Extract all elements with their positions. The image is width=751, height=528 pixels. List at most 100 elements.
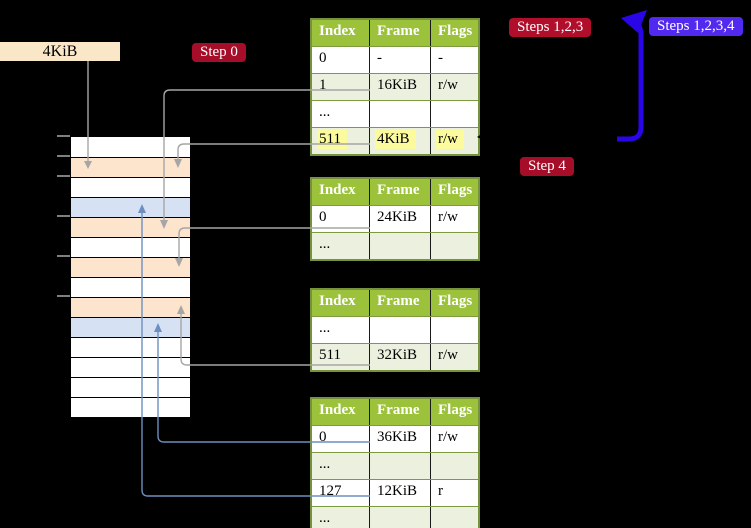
table-cell (430, 101, 478, 127)
table-cell: r/w (430, 206, 478, 232)
header-cell: Index (319, 402, 356, 418)
cell-text: 24KiB (377, 209, 418, 225)
table-cell (430, 233, 478, 259)
header-cell: Flags (430, 20, 478, 46)
header-cell: Flags (430, 179, 478, 205)
table-cell: ... (312, 453, 369, 479)
memory-address-tick (57, 155, 70, 157)
table-cell (430, 453, 478, 479)
page-table-at-4kib-row-0: 0 - - (312, 46, 478, 73)
memory-frame-row-0 (71, 137, 190, 157)
table-cell: 0 (312, 426, 369, 452)
cell-text: 0 (319, 209, 327, 225)
cell-text: - (377, 50, 382, 66)
table-cell (369, 101, 430, 127)
badge-step-4: Step 4 (520, 157, 574, 176)
memory-frame-row-8 (71, 297, 190, 317)
badge-steps-1-2-3: Steps 1,2,3 (509, 18, 592, 37)
memory-address-tick (57, 295, 70, 297)
table-cell: 32KiB (369, 344, 430, 370)
header-cell: Index (319, 293, 356, 309)
cell-text: - (438, 50, 443, 66)
table-cell: 24KiB (369, 206, 430, 232)
header-cell: Flags (430, 290, 478, 316)
header-cell: Frame (369, 290, 430, 316)
table-cell (430, 507, 478, 528)
cell-text: 0 (319, 50, 327, 66)
table-cell: 511 (312, 128, 369, 154)
table-cell: 0 (312, 47, 369, 73)
cell-text: ... (319, 510, 331, 526)
cell-text: ... (319, 104, 331, 120)
memory-frame-row-9 (71, 317, 190, 337)
memory-address-tick (57, 135, 70, 137)
table-cell: r/w (430, 426, 478, 452)
page-table-at-4kib-row-3: 511 4KiB r/w (312, 127, 478, 154)
memory-address-tick (57, 175, 70, 177)
table-cell: ... (312, 233, 369, 259)
header-cell: Frame (369, 20, 430, 46)
memory-frame-row-12 (71, 377, 190, 397)
cell-text: 511 (317, 130, 347, 149)
recursive-loop-arrowhead (621, 10, 647, 33)
table-cell: 1 (312, 74, 369, 100)
table-cell: 127 (312, 480, 369, 506)
table-cell: r (430, 480, 478, 506)
recursive-loop-arrow (617, 18, 644, 142)
cell-text: 1 (319, 77, 327, 93)
frame-size-label: 4KiB (0, 42, 120, 61)
table-cell: 16KiB (369, 74, 430, 100)
memory-frame-row-4 (71, 217, 190, 237)
table-cell: r/w (430, 128, 478, 154)
table-cell: - (369, 47, 430, 73)
table-cell: r/w (430, 74, 478, 100)
memory-address-tick (57, 255, 70, 257)
page-table-at-16kib-row-1: ... (312, 232, 478, 259)
page-table-at-32kib-row-3: ... (312, 506, 478, 528)
table-cell: - (430, 47, 478, 73)
cell-text: r/w (438, 77, 458, 93)
badge-step-0: Step 0 (192, 43, 246, 62)
table-cell (369, 317, 430, 343)
header-cell: Frame (369, 179, 430, 205)
memory-frame-row-10 (71, 337, 190, 357)
cell-text: 16KiB (377, 77, 418, 93)
cell-text: ... (319, 320, 331, 336)
badge-steps-1-2-3-4: Steps 1,2,3,4 (649, 17, 743, 36)
page-table-at-16kib-row-0: 0 24KiB r/w (312, 205, 478, 232)
memory-frame-row-5 (71, 237, 190, 257)
table-cell: 511 (312, 344, 369, 370)
cell-text: 32KiB (377, 347, 418, 363)
physical-memory-column (70, 136, 191, 418)
header-cell: Frame (369, 399, 430, 425)
memory-frame-row-2 (71, 177, 190, 197)
page-table-at-4kib-row-1: 1 16KiB r/w (312, 73, 478, 100)
memory-frame-row-1 (71, 157, 190, 177)
page-table-at-32kib-row-1: ... (312, 452, 478, 479)
header-cell: Index (319, 182, 356, 198)
table-cell: 12KiB (369, 480, 430, 506)
cell-text: ... (319, 236, 331, 252)
cell-text: r/w (438, 209, 458, 225)
page-table-at-32kib-row-0: 0 36KiB r/w (312, 425, 478, 452)
cell-text: r/w (438, 429, 458, 445)
cell-text: 0 (319, 429, 327, 445)
header-cell: Flags (430, 399, 478, 425)
table-cell (369, 453, 430, 479)
memory-frame-row-6 (71, 257, 190, 277)
table-cell: ... (312, 101, 369, 127)
table-cell: r/w (430, 344, 478, 370)
memory-frame-row-13 (71, 397, 190, 417)
cell-text: ... (319, 456, 331, 472)
header-cell: Index (319, 23, 356, 39)
table-cell: 36KiB (369, 426, 430, 452)
cell-text: 4KiB (375, 130, 416, 149)
